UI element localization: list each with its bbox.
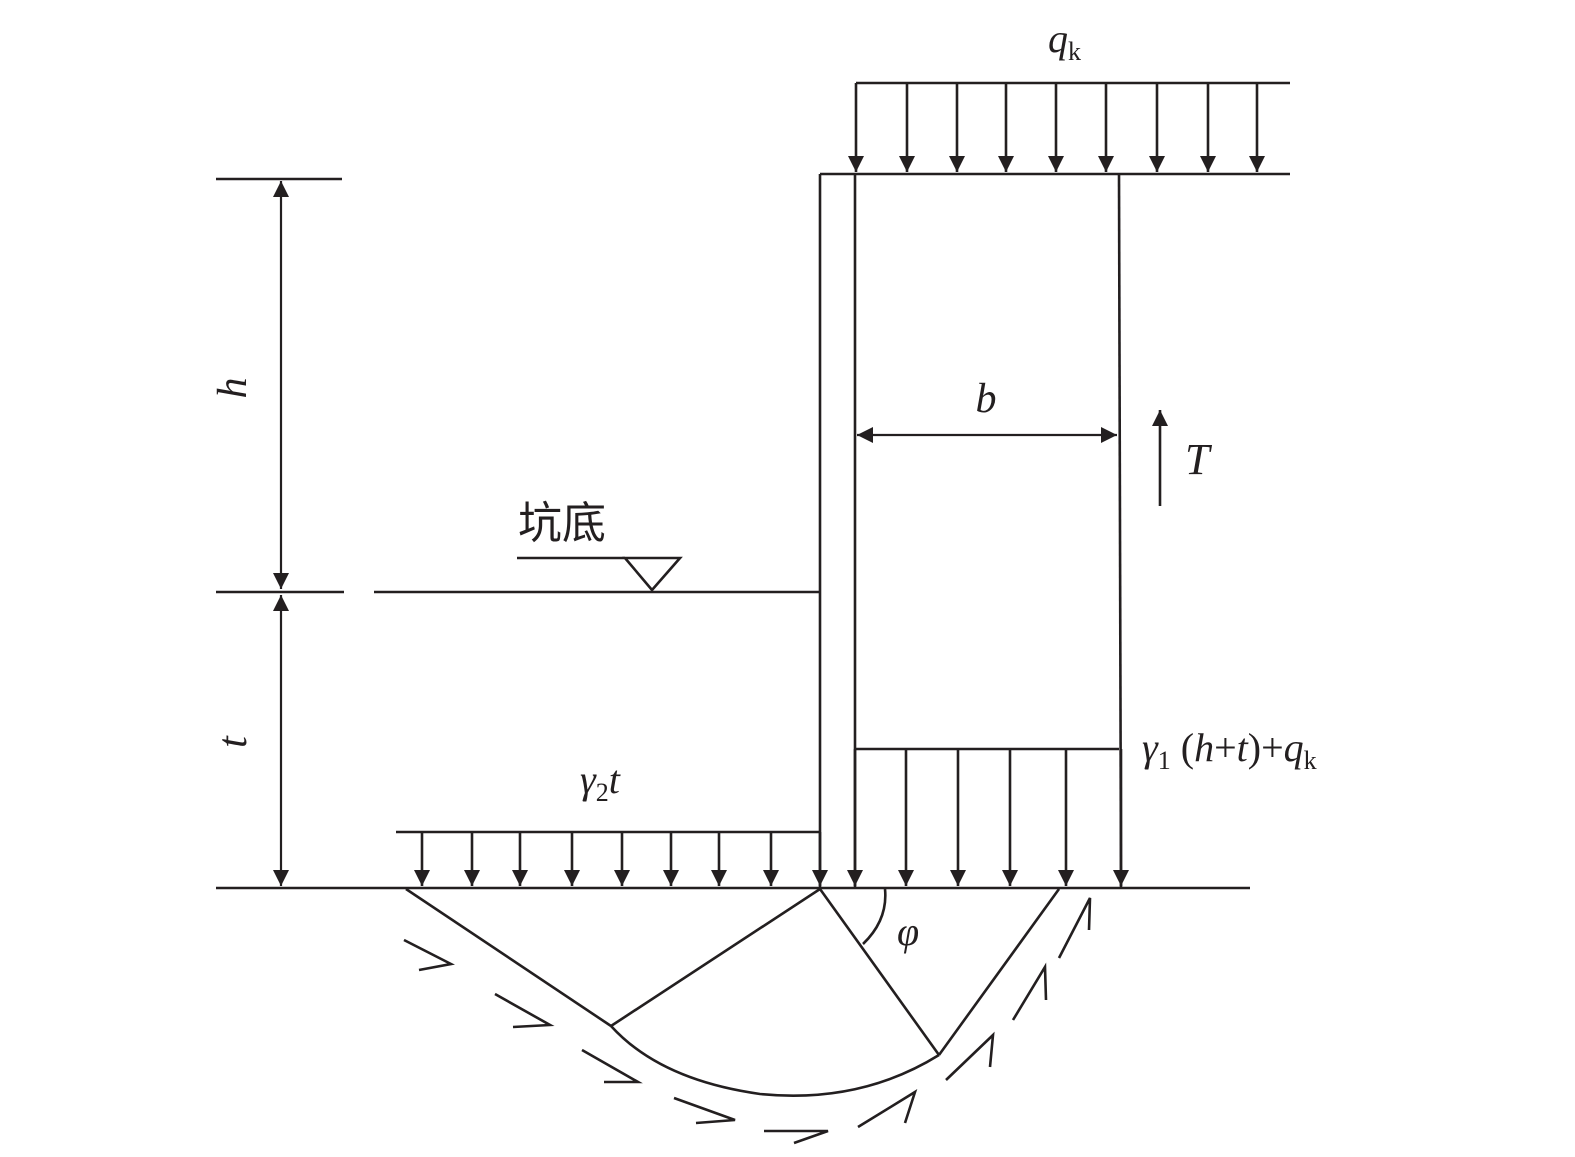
dimension-t: t [210,595,289,886]
passive-wedge-line [405,887,612,1028]
right-load-arrows [847,749,1129,886]
dimension-b: b [857,376,1117,443]
dim-b-label: b [976,376,997,422]
left-soil-load: γ2t [396,757,828,886]
left-load-arrows [414,832,828,886]
uplift-force-T: T [1152,410,1213,506]
pit-bottom: 坑底 [216,498,820,594]
right-load-label: γ1 (h+t)+qk [1142,725,1317,775]
right-soil-load: γ1 (h+t)+qk [847,725,1317,886]
dimension-h: h [210,177,342,589]
active-wedge-line [937,888,1061,1056]
dim-t-label: t [210,735,256,748]
top-load-arrows [848,83,1265,172]
radial-line-left [610,887,821,1028]
failure-mechanism: φ [405,887,1061,1097]
left-load-label: γ2t [580,757,621,807]
top-surcharge-load: qk [848,16,1290,172]
dim-h-label: h [210,378,256,399]
retaining-wall [818,172,857,888]
angle-phi-label: φ [897,909,919,954]
force-T-label: T [1185,435,1213,484]
radial-line-right [818,888,941,1056]
log-spiral-arc [610,1025,940,1097]
pit-bottom-label: 坑底 [518,498,606,549]
top-load-label: qk [1048,16,1081,66]
angle-phi-arc [862,888,887,945]
slip-direction-markers [403,897,1092,1145]
